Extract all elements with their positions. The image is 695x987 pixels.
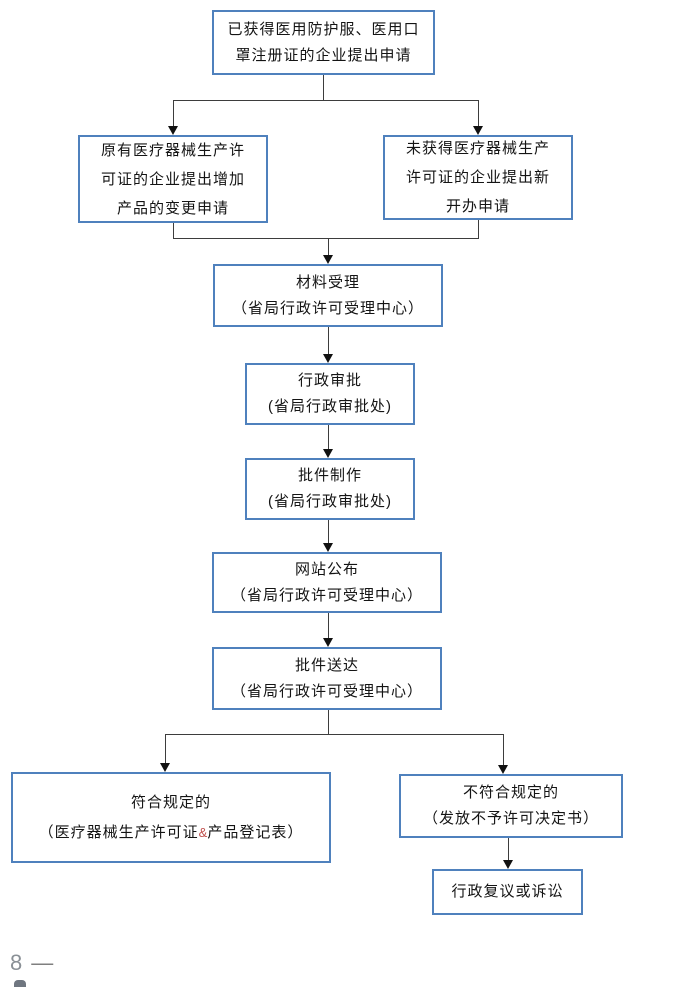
arrow-down-icon [503,860,513,869]
node-text: 许可证的企业提出新 [405,169,550,186]
connector-line [173,223,174,238]
node-material-acceptance: 材料受理 （省局行政许可受理中心） [213,264,443,327]
node-compliant-result: 符合规定的 （医疗器械生产许可证&产品登记表） [11,772,331,863]
node-text: 未获得医疗器械生产 [405,140,550,157]
node-new-establishment-application: 未获得医疗器械生产 许可证的企业提出新 开办申请 [383,135,573,220]
connector-line [328,238,329,255]
node-approval-document-production: 批件制作 (省局行政审批处) [245,458,415,520]
node-text: 开办申请 [445,198,510,215]
node-text: 批件送达 [294,656,359,674]
connector-line [503,734,504,765]
ampersand-text: & [198,824,208,840]
arrow-down-icon [160,763,170,772]
connector-line [173,100,479,101]
node-administrative-review-or-litigation: 行政复议或诉讼 [432,869,583,915]
node-text: 不符合规定的 [462,784,559,801]
node-text: 符合规定的 [130,793,211,811]
connector-line [508,838,509,860]
connector-line [328,327,329,354]
connector-line [328,613,329,638]
node-text: 可证的企业提出增加 [100,170,245,188]
connector-line [328,425,329,449]
node-text: 已获得医用防护服、医用口 [227,20,420,38]
node-approval-document-delivery: 批件送达 （省局行政许可受理中心） [212,647,442,710]
arrow-down-icon [473,126,483,135]
node-text-segment: 产品登记表） [207,823,304,841]
node-text: 罩注册证的企业提出申请 [235,46,412,64]
node-noncompliant-result: 不符合规定的 （发放不予许可决定书） [399,774,623,838]
node-text: （省局行政许可受理中心） [230,682,423,700]
connector-line [165,734,503,735]
node-administrative-approval: 行政审批 (省局行政审批处) [245,363,415,425]
arrow-down-icon [323,449,333,458]
connector-line [478,100,479,127]
node-existing-license-change-application: 原有医疗器械生产许 可证的企业提出增加 产品的变更申请 [78,135,268,223]
node-website-publication: 网站公布 （省局行政许可受理中心） [212,552,442,613]
connector-line [478,220,479,238]
node-text: （医疗器械生产许可证&产品登记表） [39,818,304,848]
connector-line [328,520,329,543]
connector-line [173,238,479,239]
page-number: 8 [10,950,23,975]
node-text: 网站公布 [294,560,359,578]
node-text: 产品的变更申请 [116,199,229,217]
arrow-down-icon [323,638,333,647]
node-registered-enterprise-application: 已获得医用防护服、医用口 罩注册证的企业提出申请 [212,10,435,75]
connector-line [173,100,174,127]
page-footer: 8 — [10,950,53,976]
node-text: （发放不予许可决定书） [422,810,599,827]
arrow-down-icon [323,255,333,264]
arrow-down-icon [498,765,508,774]
node-text: （省局行政许可受理中心） [231,299,424,317]
arrow-down-icon [323,543,333,552]
node-text-segment: （医疗器械生产许可证 [38,823,199,841]
footer-partial-mark [14,980,26,987]
node-text: 原有医疗器械生产许 [100,141,245,159]
arrow-down-icon [168,126,178,135]
node-text: 行政复议或诉讼 [451,883,564,900]
footer-dash: — [31,950,54,975]
node-text: 行政审批 [297,372,362,389]
arrow-down-icon [323,354,333,363]
node-text: (省局行政审批处) [268,493,392,510]
connector-line [328,710,329,734]
node-text: 材料受理 [295,273,360,291]
node-text: 批件制作 [297,467,362,484]
node-text: （省局行政许可受理中心） [230,586,423,604]
connector-line [323,75,324,101]
node-text: (省局行政审批处) [268,398,392,415]
connector-line [165,734,166,763]
